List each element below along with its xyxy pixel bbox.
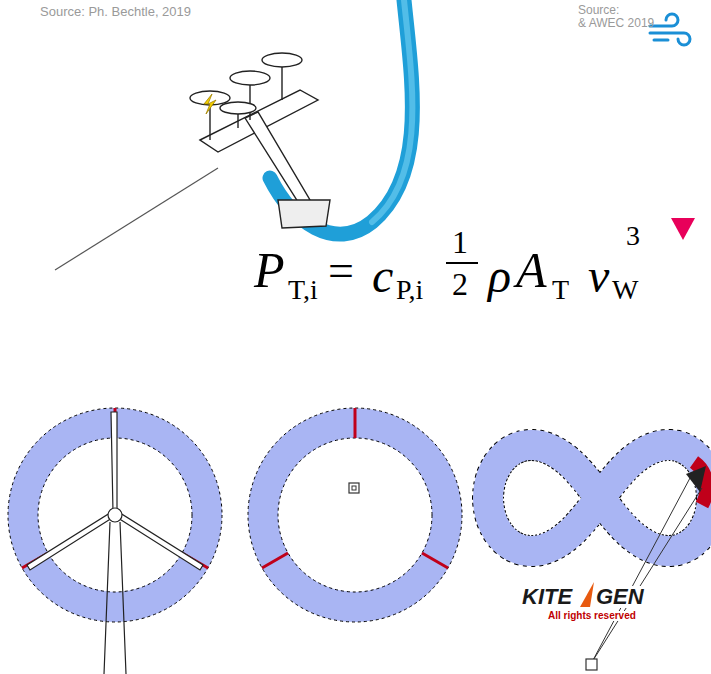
- formula-subscript: T,i: [288, 276, 318, 304]
- formula-symbol: ρ: [488, 252, 511, 300]
- formula-symbol: v: [588, 252, 609, 300]
- fraction-bar: [446, 262, 478, 264]
- formula-number: 2: [452, 268, 468, 300]
- figure-eight-path: [488, 445, 711, 551]
- kite-tether: [586, 466, 706, 670]
- formula-symbol: =: [328, 248, 354, 294]
- tether: [55, 168, 218, 270]
- flight-trail-highlight: [372, 0, 412, 222]
- marker-triangle: [671, 218, 695, 240]
- formula-symbol: c: [372, 252, 393, 300]
- formula-symbol: P: [254, 245, 285, 295]
- swept-ring-airborne: [248, 408, 462, 622]
- formula-subscript: T: [552, 276, 569, 304]
- flight-trail: [270, 0, 412, 234]
- formula-subscript: W: [612, 276, 638, 304]
- eight-band: [488, 445, 711, 551]
- logo-kite-mark: [580, 582, 594, 607]
- formula-symbol: A: [516, 245, 547, 295]
- formula-exponent: 3: [626, 222, 640, 250]
- source-note: Source:: [578, 4, 619, 16]
- logo-note: All rights reserved: [546, 611, 638, 621]
- wind-icon: [650, 14, 690, 45]
- drone-kite: [190, 53, 330, 228]
- formula-subscript: P,i: [396, 276, 423, 304]
- source-note: Source: Ph. Bechtle, 2019: [40, 5, 191, 18]
- source-note: & AWEC 2019: [578, 17, 654, 29]
- logo-text: KITE: [520, 586, 574, 608]
- swept-ring-turbine: [8, 408, 222, 674]
- eight-outline: [488, 445, 711, 551]
- logo-text: GEN: [594, 586, 646, 608]
- formula-number: 1: [452, 226, 468, 258]
